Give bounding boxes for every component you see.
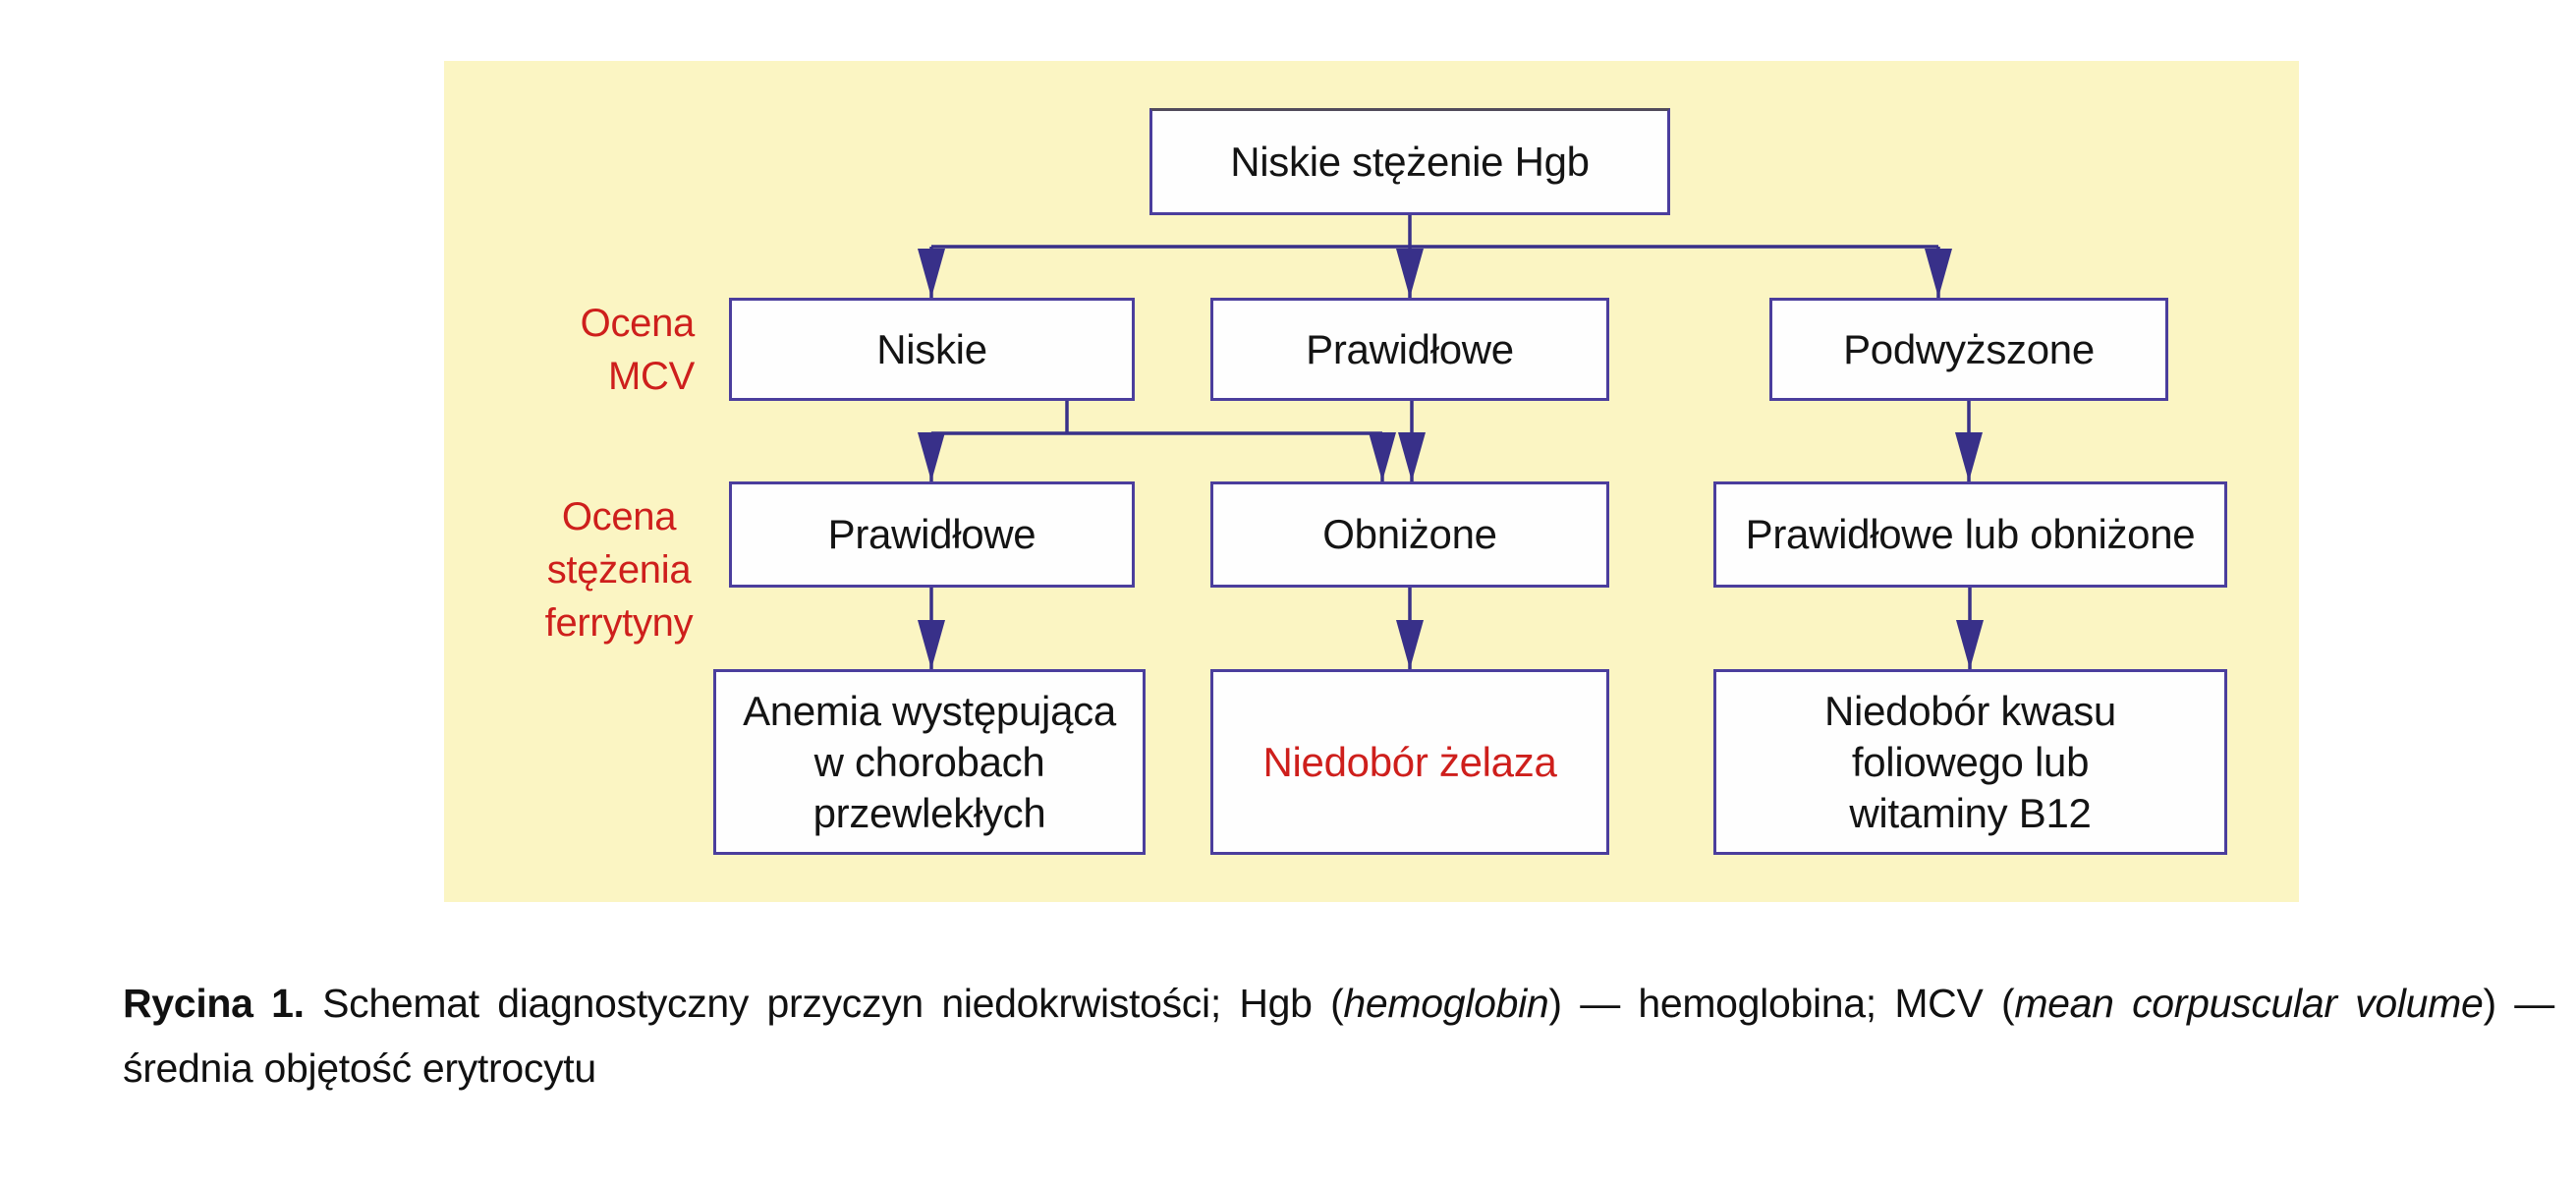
figure-caption: Rycina 1. Schemat diagnostyczny przyczyn… — [123, 971, 2554, 1100]
caption-italic-term: mean corpuscular volume — [2014, 981, 2484, 1026]
caption-italic-term: hemoglobin — [1343, 981, 1549, 1026]
caption-text: ) — — [2483, 981, 2555, 1026]
caption-figure-number: Rycina 1. — [123, 981, 305, 1026]
node-niedobor-kwasu-b12: Niedobór kwasu foliowego lub witaminy B1… — [1713, 669, 2227, 855]
caption-line-2: średnia objętość erytrocytu — [123, 1045, 596, 1091]
node-ferrytyna-prawidlowe-lub-obnizone: Prawidłowe lub obniżone — [1713, 481, 2227, 588]
node-mcv-podwyzszone: Podwyższone — [1769, 298, 2168, 401]
node-niedobor-zelaza: Niedobór żelaza — [1210, 669, 1609, 855]
side-label-line: Ocena — [561, 495, 677, 538]
caption-line-1: Rycina 1. Schemat diagnostyczny przyczyn… — [123, 971, 2554, 1036]
connector-lines — [929, 215, 1972, 669]
connector-svg — [918, 215, 1984, 669]
side-label-line: ferrytyny — [544, 601, 694, 645]
node-anemia-choroby-przewlekle: Anemia występująca w chorobach przewlekł… — [713, 669, 1146, 855]
side-label-ocena-ferrytyny: Ocena stężenia ferrytyny — [513, 489, 725, 650]
node-ferrytyna-prawidlowe: Prawidłowe — [729, 481, 1135, 588]
caption-text: ) — hemoglobina; MCV ( — [1548, 981, 2015, 1026]
node-ferrytyna-obnizone: Obniżone — [1210, 481, 1609, 588]
node-niskie-stezenie-hgb: Niskie stężenie Hgb — [1149, 108, 1670, 215]
side-label-ocena-mcv: Ocena MCV — [580, 301, 696, 398]
node-mcv-niskie: Niskie — [729, 298, 1135, 401]
flowchart-panel: Niskie stężenie Hgb Niskie Prawidłowe Po… — [444, 61, 2299, 902]
arrowheads — [918, 249, 1984, 669]
caption-text: Schemat diagnostyczny przyczyn niedokrwi… — [304, 981, 1344, 1026]
node-mcv-prawidlowe: Prawidłowe — [1210, 298, 1609, 401]
side-label-line: stężenia — [546, 548, 692, 592]
